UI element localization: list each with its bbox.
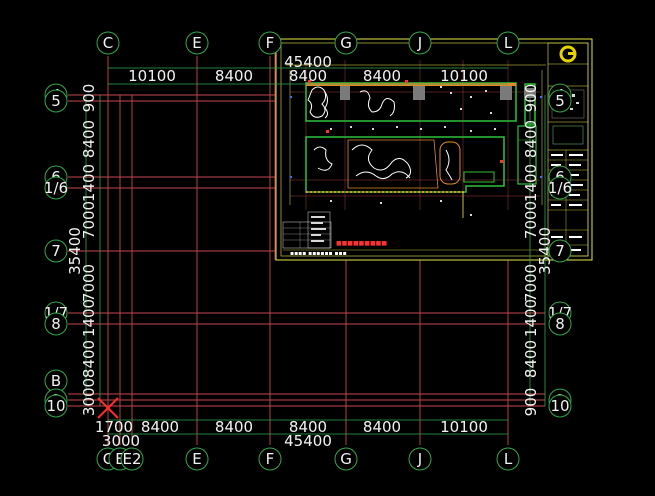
row-bubble-left-circle (44, 312, 68, 336)
column-bubble-bottom: F (266, 450, 275, 468)
dim-bottom-total: 45400 (284, 432, 332, 450)
stamp-block (552, 125, 584, 145)
column-bubble-top: L (504, 34, 513, 52)
dim-left-segment: 7000 (80, 201, 98, 239)
row-bubble-left: 1/6 (44, 179, 68, 197)
dim-right-segment: 900 (522, 84, 540, 113)
floor-plan[interactable] (286, 60, 546, 218)
column-bubble-bottom-circle (185, 447, 209, 471)
row-bubble-left: 5 (51, 92, 61, 110)
dim-right-segment: 7000 (522, 201, 540, 239)
row-bubble-right-circle (548, 176, 572, 200)
column-bubble-bottom-circle (258, 447, 282, 471)
dim-bottom-segment: 1700 (95, 418, 133, 436)
dim-bottom-segment: 10100 (440, 418, 488, 436)
sheet-red-title: ■■■■■■■■■ (336, 240, 387, 247)
dim-right-segment: 1400 (522, 299, 540, 337)
dim-top-segment: 8400 (363, 67, 401, 85)
dim-top-total: 45400 (284, 53, 332, 71)
row-bubble-right-circle (548, 239, 572, 263)
column-bubble-top: G (340, 34, 352, 52)
row-bubble-right: 10 (550, 397, 569, 415)
row-bubble-right-circle (548, 394, 572, 418)
dim-bottom-segment: 8400 (363, 418, 401, 436)
row-bubble-left: 7 (51, 242, 61, 260)
drawing-sheet[interactable]: ■■■■■■■■■ ▪▪▪▪ ▪▪▪▪▪▪ ▪▪▪ (275, 38, 593, 261)
row-bubble-left-circle (44, 394, 68, 418)
column-bubble-top: C (103, 34, 113, 52)
legend-box-2 (307, 211, 331, 249)
dim-left-segment: 8400 (80, 120, 98, 158)
dim-right-segment: 7000 (522, 264, 540, 302)
lower-hall-inner (347, 139, 439, 189)
origin-x-icon[interactable] (97, 397, 119, 419)
row-bubble-left-circle (44, 239, 68, 263)
sheet-caption: ▪▪▪▪ ▪▪▪▪▪▪ ▪▪▪ (290, 250, 347, 257)
g-logo-icon (559, 45, 577, 63)
column-bubble-top: E (192, 34, 201, 52)
dim-left-segment: 1400 (80, 299, 98, 337)
row-bubble-left-circle (44, 176, 68, 200)
column-bubble-bottom-circle (408, 447, 432, 471)
column-bubble-bottom: E2 (122, 450, 141, 468)
dim-left-segment: 7000 (80, 264, 98, 302)
dim-top-segment: 10100 (128, 67, 176, 85)
column-bubble-bottom-circle (120, 447, 144, 471)
column-bubble-bottom-circle (496, 447, 520, 471)
column-bubble-bottom: E (192, 450, 201, 468)
row-bubble-left-circle (44, 89, 68, 113)
row-bubble-left: 8 (51, 315, 61, 333)
sheet-outer-border (275, 38, 593, 261)
dim-right-segment: 8400 (522, 340, 540, 378)
column-bubble-top-circle (334, 31, 358, 55)
seating-cluster-a (307, 86, 327, 118)
column-bubble-top: J (417, 34, 422, 52)
row-bubble-right-circle (548, 89, 572, 113)
dim-right-segment: 1400 (522, 164, 540, 202)
dim-left-segment: 1400 (80, 164, 98, 202)
row-bubble-right: 7 (555, 242, 565, 260)
dim-right-segment: 900 (522, 388, 540, 417)
column-bubble-top-circle (496, 31, 520, 55)
column-bubble-top-circle (408, 31, 432, 55)
column-bubble-bottom: G (340, 450, 352, 468)
dim-left-segment: 900 (80, 84, 98, 113)
dim-right-segment: 8400 (522, 120, 540, 158)
dim-right-segment: 35400 (536, 227, 554, 275)
row-bubble-right: 8 (555, 315, 565, 333)
column-bubble-bottom: J (417, 450, 422, 468)
row-bubble-left: 10 (46, 397, 65, 415)
dim-left-segment: 3000 (80, 378, 98, 416)
column-bubble-bottom: E (115, 450, 124, 468)
column-bubble-bottom: L (504, 450, 513, 468)
row-bubble-right: 1/6 (548, 179, 572, 197)
column-bubble-bottom-circle (334, 447, 358, 471)
dim-bottom-segment: 8400 (289, 418, 327, 436)
dim-top-segment: 8400 (289, 67, 327, 85)
row-bubble-right-circle (548, 312, 572, 336)
row-bubble-left: B (51, 372, 61, 390)
dim-bottom-segment: 3000 (102, 432, 140, 450)
column-bubble-bottom: C (103, 450, 113, 468)
column-bubble-top-circle (258, 31, 282, 55)
ceiling-lights (330, 126, 496, 216)
dim-bottom-segment: 8400 (215, 418, 253, 436)
dim-left-segment: 8400 (80, 340, 98, 378)
legend-table (282, 221, 332, 249)
seating-cluster-b (359, 90, 395, 117)
dim-top-segment: 8400 (215, 67, 253, 85)
column-bubble-top-circle (96, 31, 120, 55)
dim-bottom-segment: 8400 (141, 418, 179, 436)
row-bubble-right: 5 (555, 92, 565, 110)
dim-left-segment: 35400 (66, 227, 84, 275)
columns-upper (340, 86, 512, 100)
column-bubble-top: F (266, 34, 275, 52)
column-bubble-top-circle (185, 31, 209, 55)
grid-bubbles: CEFGJLCEE2EFGJL4561/671/78B9104561/671/7… (44, 31, 572, 471)
dim-top-segment: 10100 (440, 67, 488, 85)
